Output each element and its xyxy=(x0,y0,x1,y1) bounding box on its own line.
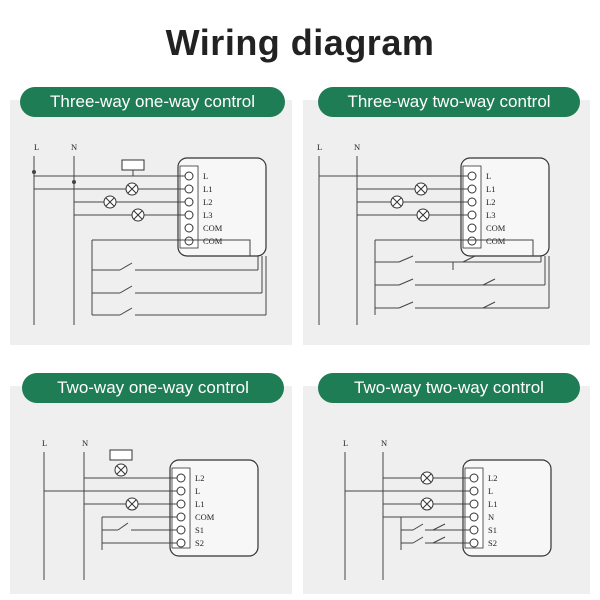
terminal-label: L xyxy=(486,171,491,181)
terminal-label: L1 xyxy=(195,499,204,509)
line-label-n: N xyxy=(82,438,88,448)
lamp-icon xyxy=(414,182,428,196)
capacitor-icon xyxy=(109,449,133,461)
terminal-label: COM xyxy=(195,512,215,522)
terminal-label: L1 xyxy=(488,499,497,509)
panel-heading-three-way-two-way: Three-way two-way control xyxy=(318,87,580,117)
terminal-label: N xyxy=(488,512,494,522)
lamp-icon xyxy=(114,463,128,477)
lamp-icon xyxy=(420,497,434,511)
switch-icon xyxy=(102,522,177,544)
capacitor-icon xyxy=(121,159,145,171)
line-label-n: N xyxy=(354,142,360,152)
terminal-label: S1 xyxy=(195,525,204,535)
terminal-label: L xyxy=(203,171,208,181)
terminal-label: S2 xyxy=(195,538,204,548)
terminal-label: COM xyxy=(203,236,223,246)
page-title: Wiring diagram xyxy=(165,22,435,63)
terminal-label: L1 xyxy=(203,184,212,194)
terminal-label: L2 xyxy=(195,473,204,483)
line-label-l: L xyxy=(317,142,322,152)
panel-heading-two-way-two-way: Two-way two-way control xyxy=(318,373,580,403)
wiring-diagram-two-way-two-way: L N L2 L L1 N S1 S2 xyxy=(343,438,552,580)
line-label-l: L xyxy=(34,142,39,152)
terminal-label: L2 xyxy=(488,473,497,483)
switch-icon xyxy=(92,262,266,316)
wiring-diagram-three-way-one-way: L N L L1 L2 L3 COM COM xyxy=(32,142,267,325)
terminal-label: COM xyxy=(203,223,223,233)
wiring-diagram-two-way-one-way: L N L2 L L1 COM S1 S2 xyxy=(42,438,259,580)
terminal-label: S1 xyxy=(488,525,497,535)
line-label-l: L xyxy=(42,438,47,448)
terminal-label: L2 xyxy=(203,197,212,207)
terminal-label: L xyxy=(195,486,200,496)
two-way-switch-icon xyxy=(401,523,470,544)
terminal-label: COM xyxy=(486,223,506,233)
terminal-label: L1 xyxy=(486,184,495,194)
panel-heading-two-way-one-way: Two-way one-way control xyxy=(22,373,284,403)
lamp-icon xyxy=(125,497,139,511)
lamp-icon xyxy=(125,182,139,196)
lamp-icon xyxy=(390,195,404,209)
lamp-icon xyxy=(420,471,434,485)
panel-heading-three-way-one-way: Three-way one-way control xyxy=(20,87,285,117)
wiring-diagram-three-way-two-way: L N L L1 L2 L3 COM COM xyxy=(317,142,550,325)
line-label-n: N xyxy=(71,142,77,152)
terminal-label: L2 xyxy=(486,197,495,207)
line-label-l: L xyxy=(343,438,348,448)
line-label-n: N xyxy=(381,438,387,448)
terminal-label: L3 xyxy=(203,210,212,220)
lamp-icon xyxy=(103,195,117,209)
terminal-label: L3 xyxy=(486,210,495,220)
terminal-label: L xyxy=(488,486,493,496)
terminal-label: S2 xyxy=(488,538,497,548)
lamp-icon xyxy=(416,208,430,222)
two-way-switch-icon xyxy=(375,255,549,309)
terminal-block xyxy=(184,171,194,246)
lamp-icon xyxy=(131,208,145,222)
terminal-label: COM xyxy=(486,236,506,246)
